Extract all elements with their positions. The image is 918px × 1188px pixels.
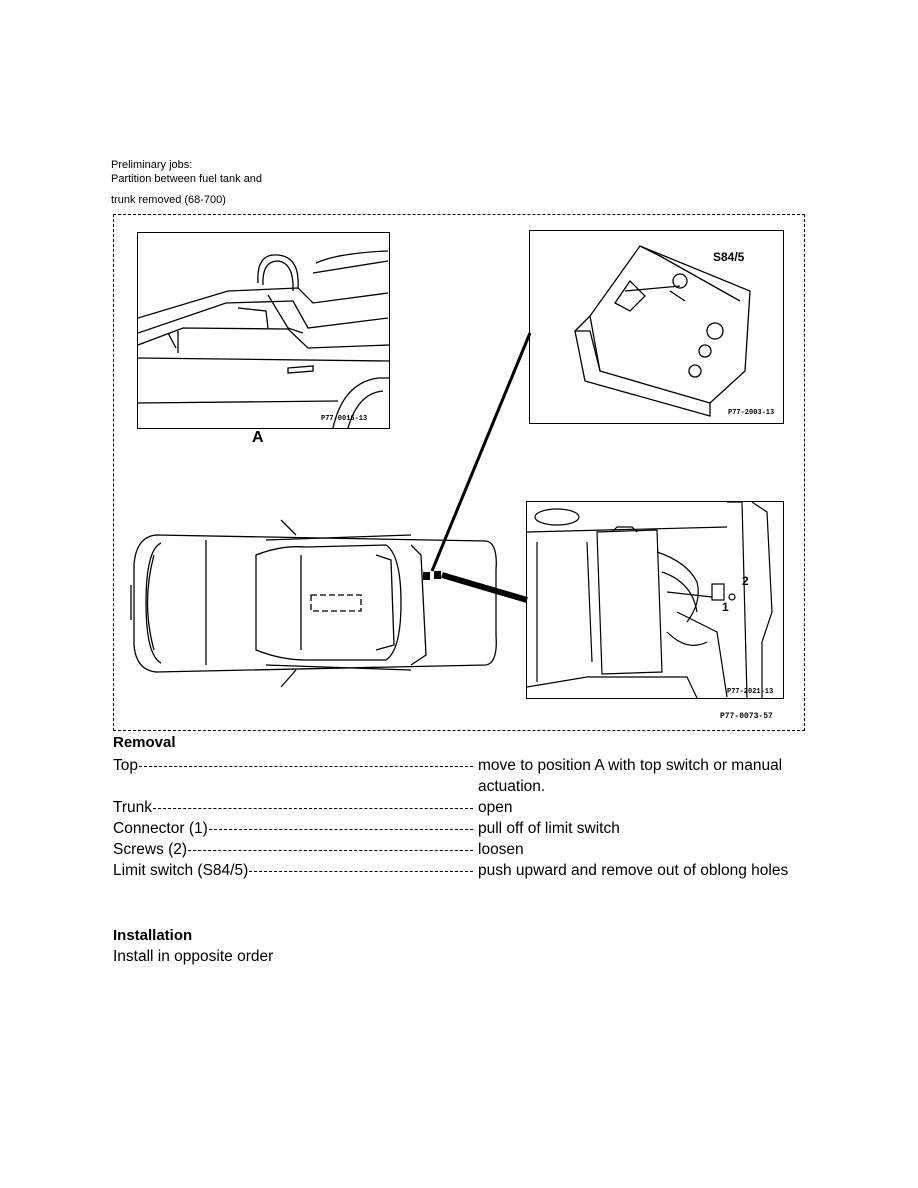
position-a-label: A	[252, 429, 264, 446]
trunk-detail-illustration	[526, 501, 773, 699]
installation-text: Install in opposite order	[113, 948, 274, 965]
installation-heading: Installation	[113, 927, 193, 944]
callout-1: 1	[722, 600, 729, 614]
leader-dots	[153, 808, 473, 809]
step-item: Limit switch (S84/5)	[113, 862, 249, 879]
step-action: push upward and remove out of oblong hol…	[478, 862, 789, 879]
switch-panel-code: P77-2003-13	[728, 409, 775, 417]
panel-a-code: P77-0016-13	[321, 415, 368, 423]
removal-heading: Removal	[113, 734, 176, 751]
step-item: Trunk	[113, 799, 153, 816]
leader-dots	[208, 829, 473, 830]
limit-switch-illustration	[574, 245, 751, 417]
step-item: Connector (1)	[113, 820, 208, 837]
car-top-view-illustration	[130, 519, 497, 688]
step-item: Top	[113, 757, 138, 774]
preliminary-jobs-line: trunk removed (68-700)	[111, 194, 226, 206]
convertible-side-illustration	[137, 250, 390, 429]
step-action: pull off of limit switch	[478, 820, 620, 837]
step-action: loosen	[478, 841, 524, 858]
leader-dots	[249, 871, 473, 872]
leader-dots	[139, 766, 473, 767]
step-item: Screws (2)	[113, 841, 188, 858]
preliminary-jobs-line: Partition between fuel tank and	[111, 173, 263, 185]
detail-panel-code: P77-2021-13	[727, 688, 774, 696]
panel-trunk-detail: 2 1 P77-2021-13	[526, 501, 784, 699]
preliminary-jobs-label: Preliminary jobs:	[111, 159, 193, 171]
panel-side-view: P77-0016-13	[137, 232, 390, 429]
leader-dots	[188, 850, 473, 851]
callout-2: 2	[742, 574, 749, 588]
panel-limit-switch: S84/5 P77-2003-13	[529, 230, 784, 424]
step-action: move to position A with top switch or ma…	[478, 757, 783, 795]
figure-frame: P77-0016-13 A S84/5 P77-2003-13	[113, 214, 805, 731]
figure-code: P77-0073-57	[720, 712, 773, 721]
switch-label-s84-5: S84/5	[713, 250, 745, 264]
step-action: open	[478, 799, 513, 816]
